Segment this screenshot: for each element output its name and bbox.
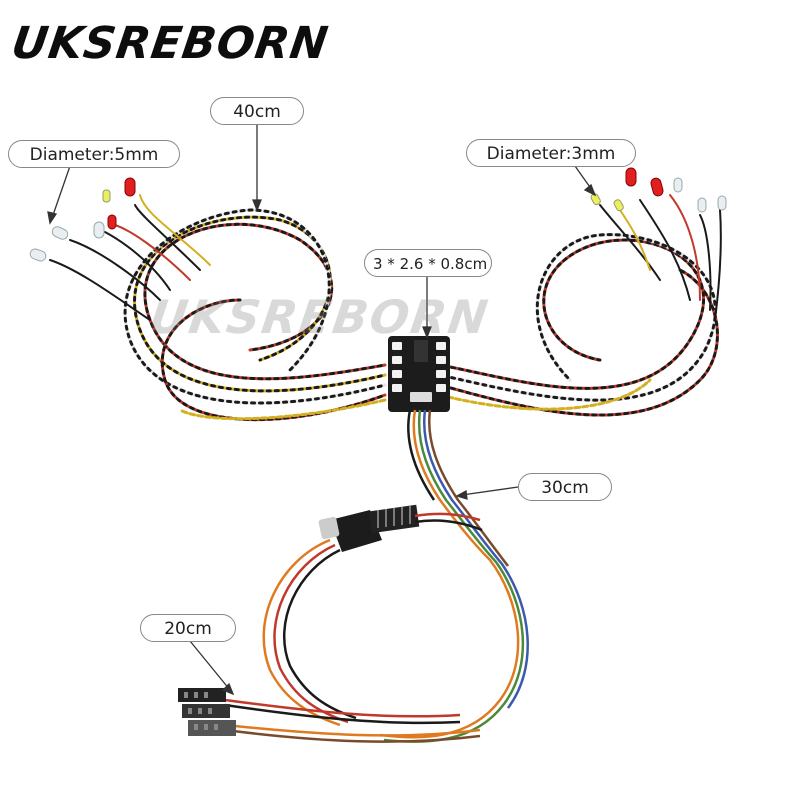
left-led-group [29,177,136,262]
left-wire-bundle [49,194,387,422]
length-label-20cm: 20cm [140,614,236,642]
module-size-label: 3 * 2.6 * 0.8cm [364,249,492,277]
brand-logo: UKSREBORN [8,18,332,69]
length-label-40cm: 40cm [210,97,304,125]
right-wire-bundle [438,194,722,417]
servo-plugs [178,688,236,736]
control-cable [379,409,529,743]
diameter-label-5mm: Diameter:5mm [8,140,180,168]
control-module [388,336,450,412]
diameter-label-3mm: Diameter:3mm [466,139,636,167]
annotation-pointers [47,124,597,696]
servo-lead-loop [224,538,481,743]
right-led-group [590,167,727,213]
inline-connector [318,504,483,552]
length-label-30cm: 30cm [518,473,612,501]
